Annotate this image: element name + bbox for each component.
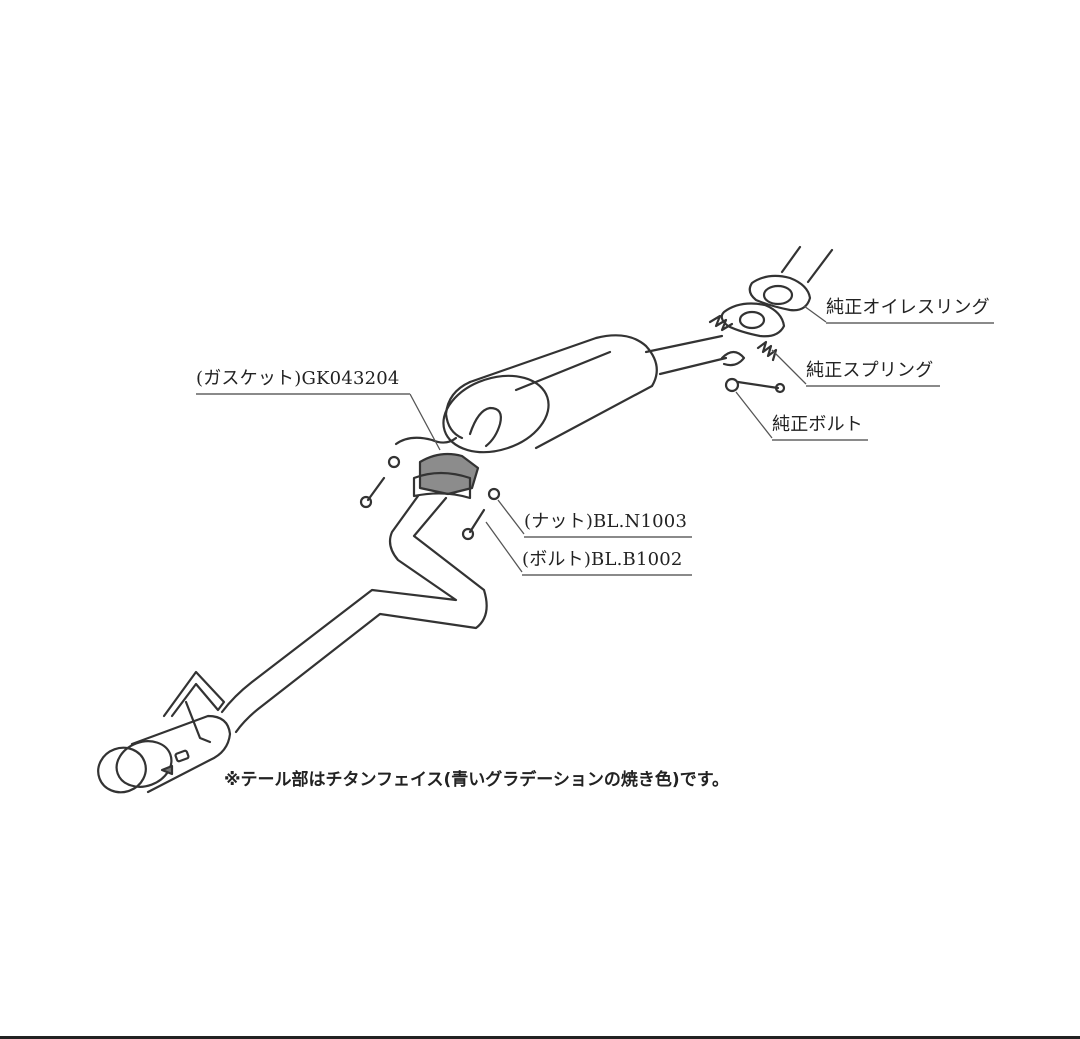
gasket — [394, 436, 480, 500]
bolt-icon — [359, 476, 486, 541]
stock-bolt-icon — [720, 350, 786, 394]
oil-ring-flange — [748, 274, 812, 312]
label-bolt: (ボルト)BL.B1002 — [522, 549, 692, 576]
bottom-border — [0, 1036, 1080, 1039]
tail-pipe — [220, 494, 488, 734]
label-spring: 純正スプリング — [806, 360, 940, 387]
front-pipe — [780, 245, 834, 284]
muffler — [442, 334, 658, 454]
leader-lines — [409, 305, 827, 573]
label-nut: (ナット)BL.N1003 — [524, 511, 692, 538]
tail-note: ※テール部はチタンフェイス(青いグラデーションの焼き色)です。 — [224, 770, 730, 790]
nut-icon — [387, 455, 501, 501]
titanium-tail-tip — [97, 714, 232, 794]
pipe-flange — [720, 302, 786, 338]
label-oil-ring: 純正オイレスリング — [826, 297, 994, 324]
mid-pipe — [644, 334, 728, 376]
label-gasket: (ガスケット)GK043204 — [196, 368, 410, 395]
spring-icon — [708, 314, 778, 362]
hanger-bracket — [162, 670, 226, 744]
label-stock-bolt: 純正ボルト — [772, 414, 868, 441]
